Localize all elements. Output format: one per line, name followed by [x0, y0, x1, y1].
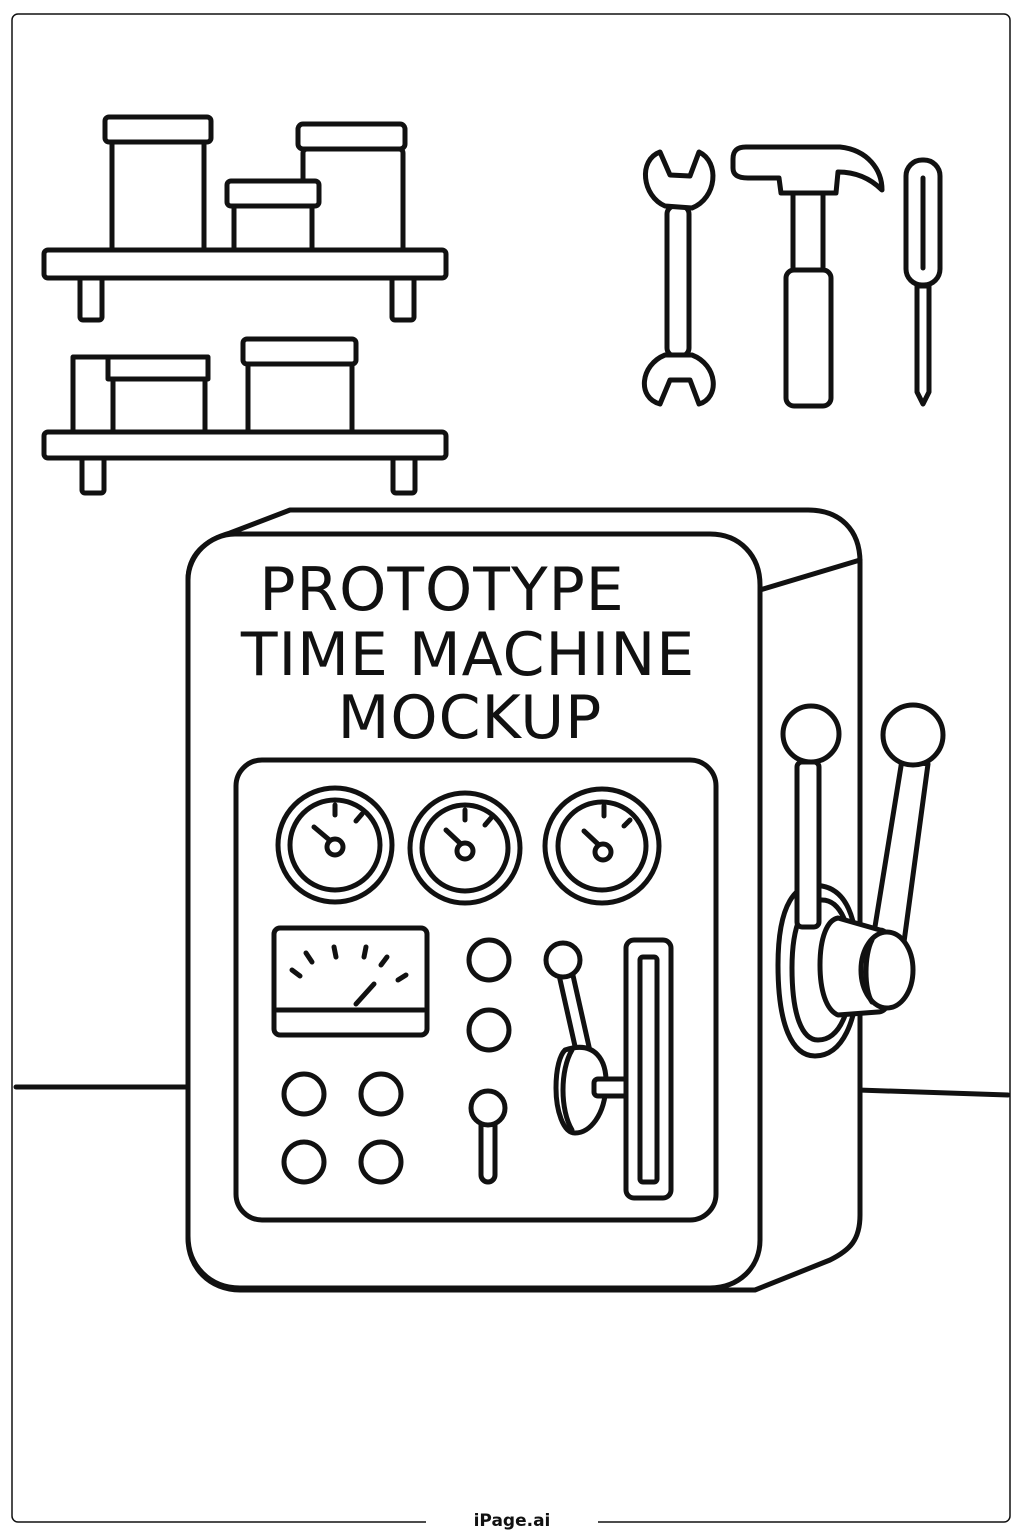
- title-line-3: MOCKUP: [338, 683, 603, 753]
- gauge-left: [275, 785, 395, 905]
- title-line-2: TIME MACHINE: [240, 620, 695, 690]
- screwdriver-icon: [903, 157, 943, 407]
- lower-shelf: [41, 336, 449, 496]
- small-toggle: [468, 1088, 508, 1185]
- upper-shelf: [41, 114, 449, 323]
- hammer-icon: [730, 144, 885, 409]
- footer-brand: iPage.ai: [474, 1511, 551, 1531]
- gauge-middle: [407, 790, 523, 906]
- wrench-icon: [642, 149, 716, 407]
- machine-title: PROTOTYPE TIME MACHINE MOCKUP: [240, 555, 695, 753]
- panel-lever: [543, 940, 633, 1136]
- analog-meter: [271, 925, 430, 1038]
- gauge-right: [542, 786, 662, 906]
- vertical-slider: [623, 937, 674, 1201]
- floor-line: [13, 1084, 1011, 1098]
- side-levers: [775, 702, 946, 1059]
- title-line-1: PROTOTYPE: [259, 555, 624, 625]
- round-button-grid: [281, 937, 512, 1185]
